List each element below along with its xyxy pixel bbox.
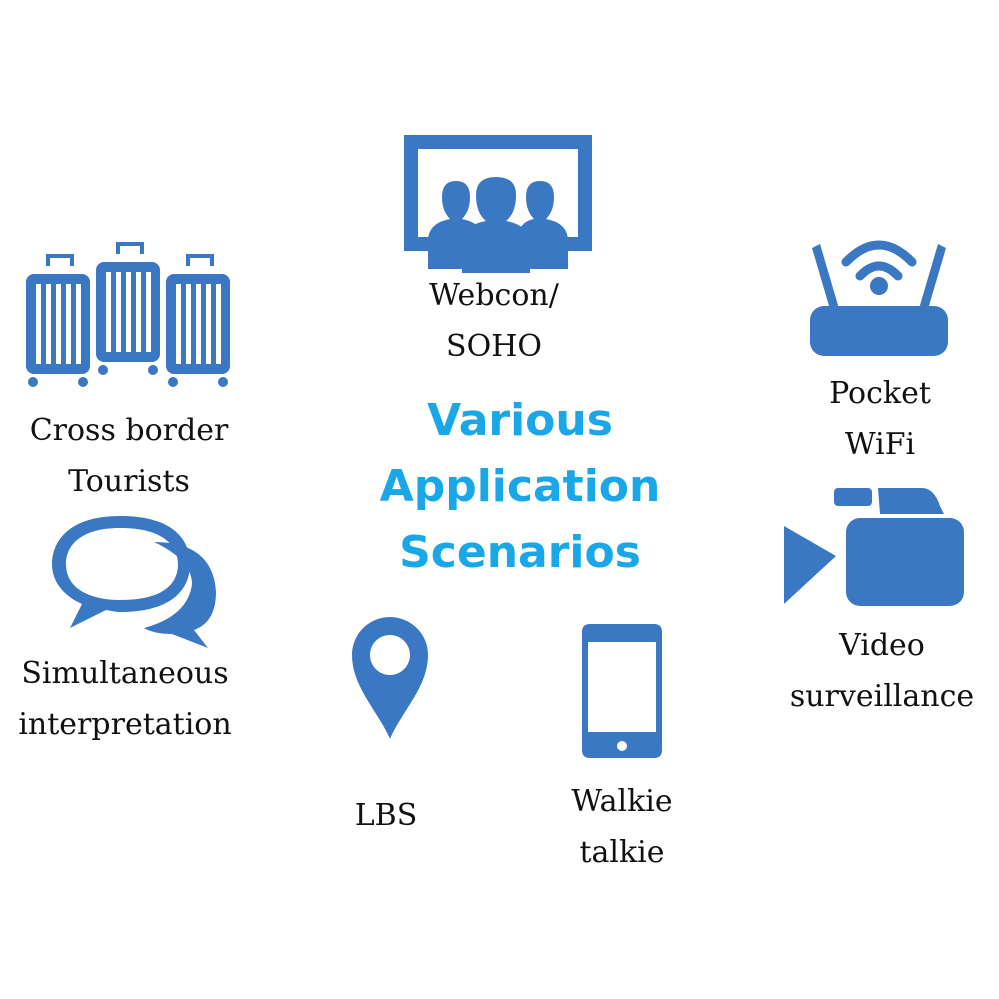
label-webcon: Webcon/ SOHO [429,278,559,364]
title-line-1: Various [427,395,613,446]
label-video: Video surveillance [789,628,975,714]
title-line-3: Scenarios [399,527,641,578]
diagram-title: Various Application Scenarios [360,388,680,586]
label-lbs: LBS [354,798,418,833]
router-icon [806,232,952,362]
title-line-2: Application [379,461,661,512]
map-pin-icon [350,615,430,741]
video-camera-icon [782,486,966,608]
presentation-group-icon [400,133,596,273]
suitcases-icon [24,240,232,390]
smartphone-icon [580,622,664,760]
label-walkie: Walkie talkie [571,784,673,870]
label-tourists: Cross border Tourists [29,413,229,499]
label-interpretation: Simultaneous interpretation [18,656,232,742]
label-wifi: Pocket WiFi [829,376,931,462]
speech-bubbles-icon [48,512,220,650]
